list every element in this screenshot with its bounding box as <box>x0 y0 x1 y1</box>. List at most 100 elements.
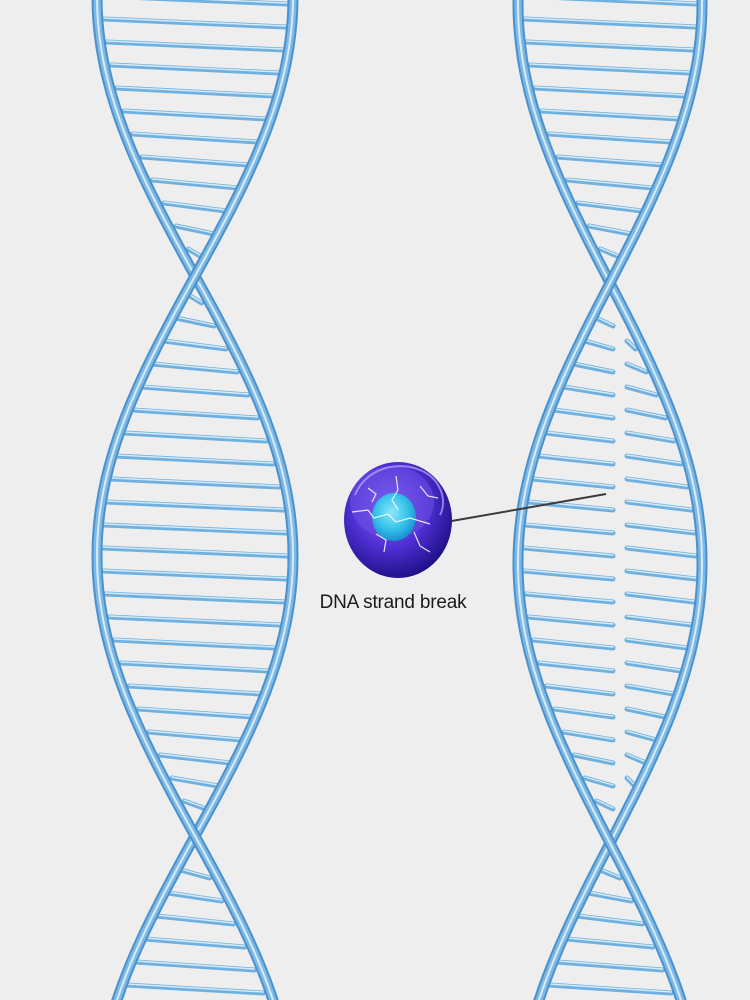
base-pair-rung <box>624 591 697 605</box>
rung-highlight <box>110 477 280 487</box>
base-pair-rung <box>173 223 217 237</box>
base-pair-rung <box>593 315 616 329</box>
rung-highlight <box>584 776 614 786</box>
rung-highlight <box>540 109 680 119</box>
backbone-strand-highlight <box>96 0 295 1000</box>
base-pair-rung <box>551 407 616 421</box>
rung-highlight <box>528 615 614 625</box>
rung-highlight <box>106 500 284 510</box>
base-pair-rung <box>546 982 674 996</box>
rung-highlight <box>102 569 288 579</box>
rung-highlight <box>123 431 267 441</box>
rung-highlight <box>532 477 614 487</box>
rung-highlight <box>573 362 614 372</box>
cell-cracks <box>351 475 439 553</box>
rung-highlight <box>626 684 675 694</box>
base-pair-rung <box>624 568 699 582</box>
rung-highlight <box>110 63 280 73</box>
rung-highlight <box>557 155 663 165</box>
base-pair-rung <box>114 85 276 99</box>
base-pair-rung <box>150 177 240 191</box>
rung-highlight <box>102 546 288 556</box>
base-pair-rung <box>586 890 634 904</box>
base-pair-rung <box>575 200 645 214</box>
base-pair-rung <box>624 476 690 490</box>
base-pair-rung <box>126 683 264 697</box>
rung-highlight <box>626 523 695 533</box>
rung-highlight <box>526 40 694 50</box>
rung-highlight <box>123 109 267 119</box>
rung-highlight <box>528 500 614 510</box>
base-pair-rung <box>555 154 665 168</box>
rung-highlight <box>553 408 614 418</box>
rung-highlight <box>134 960 256 970</box>
base-pair-rung <box>133 959 257 973</box>
base-pair-rung <box>543 430 616 444</box>
base-pair-rung <box>571 361 616 375</box>
base-pair-rung <box>521 568 616 582</box>
rung-highlight <box>167 891 223 901</box>
rung-highlight <box>179 868 211 878</box>
rung-highlight <box>534 86 686 96</box>
base-pair-rung <box>624 384 659 398</box>
rung-highlight <box>566 937 654 947</box>
base-pair-rung <box>100 545 290 559</box>
base-pair-rung <box>108 62 282 76</box>
rung-highlight <box>137 707 253 717</box>
rung-highlight <box>171 776 219 786</box>
base-pair-rung <box>536 453 616 467</box>
intact-dna-helix <box>91 0 299 1000</box>
base-pair-rung <box>185 292 205 306</box>
base-pair-rung <box>114 453 276 467</box>
base-pair-rung <box>101 522 289 536</box>
rung-highlight <box>599 868 621 878</box>
base-pair-rung <box>624 706 668 720</box>
rung-highlight <box>155 914 235 924</box>
base-pair-rung <box>104 39 286 53</box>
rung-highlight <box>545 684 614 694</box>
base-pair-rung <box>624 637 690 651</box>
base-pair-rung <box>524 39 696 53</box>
rung-highlight <box>141 385 249 395</box>
rung-highlight <box>116 454 274 464</box>
rung-highlight <box>554 707 614 717</box>
base-pair-rung <box>575 913 645 927</box>
base-pair-rung <box>150 361 240 375</box>
rung-highlight <box>626 477 688 487</box>
base-pair-rung <box>523 522 616 536</box>
base-pair-rung <box>624 361 649 375</box>
base-pair-rung <box>556 0 699 7</box>
rung-highlight <box>159 753 231 763</box>
base-pair-rung <box>536 660 616 674</box>
base-pair-rung <box>130 407 260 421</box>
base-pair-rung <box>165 890 225 904</box>
base-pair-rung <box>181 798 209 812</box>
base-pair-rung <box>106 614 284 628</box>
rung-highlight <box>523 17 697 27</box>
rung-highlight <box>548 132 672 142</box>
pointer-line <box>445 493 607 523</box>
base-pair-rung <box>554 959 666 973</box>
base-pair-rung <box>561 384 616 398</box>
rung-highlight <box>144 937 246 947</box>
rung-highlight <box>108 615 282 625</box>
rung-highlight <box>583 339 614 349</box>
base-pair-rung <box>161 338 229 352</box>
rung-highlight <box>525 523 614 533</box>
rung-highlight <box>587 891 633 901</box>
rung-highlight <box>120 661 270 671</box>
base-pair-rung <box>139 384 251 398</box>
rung-highlight <box>529 63 691 73</box>
base-pair-rung <box>594 798 616 812</box>
rung-highlight <box>595 799 614 809</box>
base-pair-rung <box>530 476 616 490</box>
base-pair-rung <box>139 154 251 168</box>
rung-highlight <box>626 638 688 648</box>
rung-highlight <box>626 707 666 717</box>
base-pair-rung <box>624 522 697 536</box>
base-pair-rung <box>526 614 616 628</box>
base-pair-rung <box>582 338 616 352</box>
base-pair-rung <box>108 476 282 490</box>
base-pair-rung <box>624 614 694 628</box>
